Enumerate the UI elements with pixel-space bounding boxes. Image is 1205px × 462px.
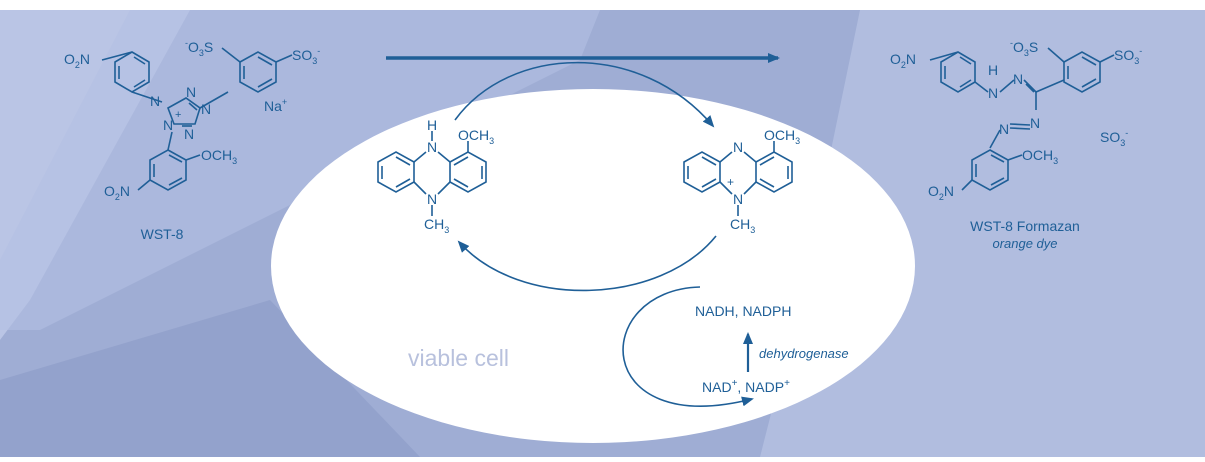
- svg-text:OCH3: OCH3: [1022, 147, 1058, 166]
- svg-text:N: N: [1030, 115, 1040, 131]
- wst8-structure: [101, 47, 293, 191]
- mediator-reduction-arc: [457, 235, 717, 292]
- svg-text:N: N: [733, 139, 743, 155]
- svg-text:N: N: [1013, 71, 1023, 87]
- svg-text:N: N: [999, 121, 1009, 137]
- wst8-labels: O2N O2N N N N N N + -O3S SO3- Na+ OCH3: [64, 38, 320, 202]
- background-sheen-mid: [0, 10, 600, 330]
- nad-label: NAD+, NADP+: [702, 378, 790, 395]
- svg-text:N: N: [427, 191, 437, 207]
- mediator-reduced-labels: H N N OCH3 CH3: [424, 117, 494, 235]
- svg-text:+: +: [175, 109, 181, 121]
- nadh-label: NADH, NADPH: [695, 303, 791, 319]
- svg-text:N: N: [184, 126, 194, 142]
- wst8-compound-name: WST-8: [141, 226, 184, 242]
- svg-text:OCH3: OCH3: [458, 127, 494, 146]
- formazan-compound-name: WST-8 Formazan: [970, 218, 1080, 234]
- formazan-labels: O2N O2N H N N N N -O3S SO3- SO3- OCH3: [890, 38, 1142, 202]
- viable-cell-ellipse: [271, 89, 915, 443]
- svg-text:+: +: [727, 175, 734, 189]
- svg-text:N: N: [733, 191, 743, 207]
- svg-text:O2N: O2N: [64, 51, 90, 70]
- svg-text:N: N: [150, 93, 160, 109]
- formazan-structure: [929, 47, 1115, 191]
- svg-text:-O3S: -O3S: [1010, 38, 1038, 58]
- nadh-cycle-arc: [622, 286, 754, 407]
- svg-text:O2N: O2N: [928, 183, 954, 202]
- svg-text:N: N: [186, 84, 196, 100]
- mediator-oxidation-arc: [454, 61, 715, 128]
- svg-text:OCH3: OCH3: [764, 127, 800, 146]
- svg-text:SO3-: SO3-: [292, 46, 320, 66]
- svg-text:N: N: [163, 117, 173, 133]
- mediator-oxidized-structure: [683, 141, 793, 216]
- mediator-reduced-structure: [377, 131, 487, 216]
- background-shade-bottom: [0, 300, 420, 457]
- svg-text:O2N: O2N: [104, 183, 130, 202]
- svg-text:CH3: CH3: [424, 216, 449, 235]
- dehydrogenase-label: dehydrogenase: [759, 346, 849, 361]
- mediator-oxidized-labels: N N + OCH3 CH3: [727, 127, 800, 235]
- svg-text:-O3S: -O3S: [185, 38, 213, 58]
- svg-text:N: N: [201, 101, 211, 117]
- viable-cell-label: viable cell: [408, 345, 509, 371]
- svg-text:N: N: [988, 85, 998, 101]
- svg-text:N: N: [427, 139, 437, 155]
- svg-text:H: H: [427, 117, 437, 133]
- svg-text:OCH3: OCH3: [201, 147, 237, 166]
- svg-text:CH3: CH3: [730, 216, 755, 235]
- svg-text:Na+: Na+: [264, 97, 287, 114]
- formazan-subtitle: orange dye: [992, 236, 1057, 251]
- svg-text:O2N: O2N: [890, 51, 916, 70]
- svg-text:SO3-: SO3-: [1100, 128, 1128, 148]
- svg-text:SO3-: SO3-: [1114, 46, 1142, 66]
- svg-text:H: H: [988, 62, 998, 78]
